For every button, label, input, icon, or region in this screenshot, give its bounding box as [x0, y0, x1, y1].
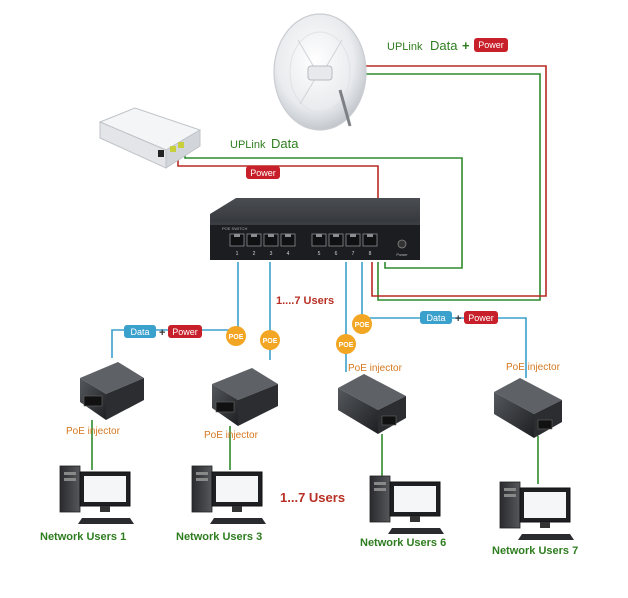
uplink-power-tag — [474, 38, 508, 52]
network-computers — [59, 465, 574, 540]
pc-keyboard — [210, 518, 266, 524]
poe-injector-3 — [212, 368, 278, 426]
port-number-8: 8 — [369, 251, 372, 257]
user-label-1: Network Users 1 — [40, 531, 126, 543]
poe-badge-4-text: POE — [339, 342, 354, 349]
port-number-3: 3 — [270, 251, 273, 257]
uplink-power-plus: + — [462, 38, 470, 53]
poe-badge-3: POE — [352, 314, 372, 334]
switch-ports: 1 2 3 4 5 6 7 8 — [229, 233, 378, 257]
cpe-uplink-green-cable — [184, 152, 463, 269]
switch-port-2: 2 — [246, 233, 262, 257]
left-plus: + — [159, 327, 165, 339]
port-number-6: 6 — [335, 251, 338, 257]
poe-badge-2-text: POE — [263, 338, 278, 345]
switch-port-6: 6 — [328, 233, 344, 257]
uplink-data-data: Data — [271, 136, 299, 151]
users-range-label: 1....7 Users — [276, 295, 334, 307]
left-data-tag-text: Data — [130, 327, 149, 337]
right-data-tag-text: Data — [426, 313, 445, 323]
switch-port-8: 8 — [362, 233, 378, 257]
port-number-4: 4 — [287, 251, 290, 257]
dish-uplink-green-cable — [334, 73, 541, 301]
poe-badge-2: POE — [260, 330, 280, 350]
user-label-3: Network Users 3 — [176, 531, 262, 543]
poe-injector-6 — [338, 374, 406, 434]
right-power-tag-text: Power — [468, 313, 494, 323]
poe-injector-1 — [80, 362, 144, 420]
right-data-tag — [420, 311, 452, 324]
poe-badge-4: POE — [336, 334, 356, 354]
power-tag-text: Power — [250, 168, 276, 178]
uplink-power-data: Data — [430, 38, 458, 53]
dish-antenna — [273, 13, 367, 131]
switch-power-jack — [397, 239, 407, 249]
svg-text:POE SWITCH: POE SWITCH — [222, 226, 247, 231]
port-number-2: 2 — [253, 251, 256, 257]
switch-port-4: 4 — [280, 233, 296, 257]
port1-data-cable — [111, 262, 239, 358]
switch-power-label: Power — [396, 252, 408, 257]
computer-4 — [499, 481, 574, 540]
users-range-bottom-label: 1...7 Users — [280, 490, 345, 505]
pc-keyboard — [78, 518, 134, 524]
switch-port-1: 1 — [229, 233, 245, 257]
switch-port-5: 5 — [311, 233, 327, 257]
port-number-1: 1 — [236, 251, 239, 257]
right-power-tag — [464, 311, 498, 324]
computer-1 — [59, 465, 134, 524]
injector-label-3: PoE injector — [204, 430, 259, 441]
poe-badge-1-text: POE — [229, 334, 244, 341]
poe-badge-1: POE — [226, 326, 246, 346]
poe-injector-7 — [494, 378, 562, 438]
cpe-device — [98, 107, 202, 169]
injector-label-6: PoE injector — [348, 363, 403, 374]
right-plus: + — [455, 313, 461, 325]
left-power-tag-text: Power — [172, 327, 198, 337]
port-number-7: 7 — [352, 251, 355, 257]
poe-badge-3-text: POE — [355, 322, 370, 329]
power-tag — [246, 166, 280, 179]
left-data-tag — [124, 325, 156, 338]
port-number-5: 5 — [318, 251, 321, 257]
uplink-power-tag-text: Power — [478, 40, 504, 50]
poe-switch: POE SWITCH — [210, 198, 420, 260]
switch-port-7: 7 — [345, 233, 361, 257]
uplink-power-prefix: UPLink — [387, 41, 423, 53]
left-power-tag — [168, 325, 202, 338]
pc-keyboard — [518, 534, 574, 540]
user-label-6: Network Users 6 — [360, 537, 446, 549]
pc-keyboard — [388, 528, 444, 534]
computer-3 — [369, 475, 444, 534]
injector-label-7: PoE injector — [506, 362, 561, 373]
computer-2 — [191, 465, 266, 524]
injector-label-1: PoE injector — [66, 426, 121, 437]
user-label-7: Network Users 7 — [492, 545, 578, 557]
dish-uplink-red-cable — [344, 65, 547, 297]
uplink-data-prefix: UPLink — [230, 139, 266, 151]
switch-port-3: 3 — [263, 233, 279, 257]
